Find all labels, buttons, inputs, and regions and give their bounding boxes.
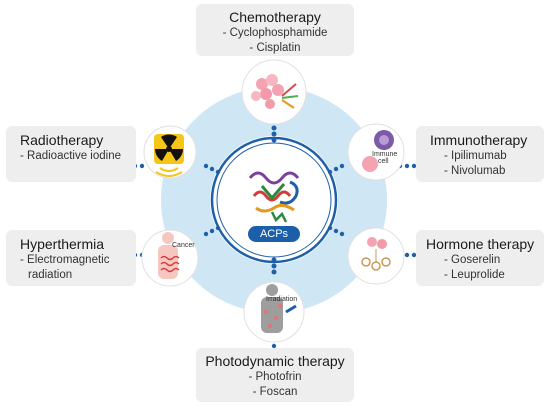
chemotherapy-item-1: - Cyclophosphamide [222, 27, 328, 39]
hormone-therapy-item-2: - Leuprolide [444, 269, 505, 281]
immunotherapy-title: Immunotherapy [430, 132, 528, 148]
immunotherapy-item-1: - Ipilimumab [444, 150, 507, 162]
peptide-structure-icon [248, 171, 300, 223]
chemotherapy-icon [241, 59, 307, 125]
photodynamic-therapy-title: Photodynamic therapy [205, 353, 345, 369]
hormone-therapy-title: Hormone therapy [426, 236, 535, 252]
chemotherapy-box: Chemotherapy - Cyclophosphamide - Cispla… [196, 4, 354, 56]
radiation-icon [143, 125, 197, 179]
hyperthermia-body-icon: Cancer [141, 229, 199, 287]
chemotherapy-item-2: - Cisplatin [249, 42, 301, 54]
hyperthermia-box: Hyperthermia - Electromagnetic radiation [6, 230, 136, 286]
hyperthermia-title: Hyperthermia [20, 236, 105, 252]
hormone-therapy-item-1: - Goserelin [444, 254, 501, 266]
hormone-molecule-icon [347, 227, 405, 285]
immune-cell-icon: Immune cell [347, 123, 405, 181]
chemotherapy-title: Chemotherapy [229, 9, 321, 25]
acps-label: ACPs [259, 228, 289, 240]
hyperthermia-item-1: - Electromagnetic [20, 254, 110, 266]
hormone-therapy-box: Hormone therapy - Goserelin - Leuprolide [416, 230, 544, 286]
hyperthermia-item-2: radiation [28, 269, 73, 281]
photodynamic-body-icon: Irradiation [243, 281, 305, 343]
cancer-label: Cancer [172, 242, 195, 249]
immune-cell-label: Immune [372, 151, 397, 158]
radiotherapy-item-1: - Radioactive iodine [20, 150, 122, 162]
immunotherapy-item-2: - Nivolumab [444, 165, 506, 177]
radiotherapy-title: Radiotherapy [20, 132, 104, 148]
photodynamic-therapy-item-2: - Foscan [252, 386, 298, 398]
inner-ring-thin [216, 142, 332, 258]
connector-dots [125, 35, 417, 349]
immunotherapy-box: Immunotherapy - Ipilimumab - Nivolumab [416, 126, 544, 182]
radiotherapy-box: Radiotherapy - Radioactive iodine [6, 126, 136, 182]
photodynamic-therapy-box: Photodynamic therapy - Photofrin - Fosca… [196, 348, 354, 402]
acps-pill [248, 226, 300, 242]
immune-cell-label-2: cell [378, 158, 389, 165]
photodynamic-therapy-item-1: - Photofrin [248, 371, 302, 383]
irradiation-label: Irradiation [266, 296, 297, 303]
